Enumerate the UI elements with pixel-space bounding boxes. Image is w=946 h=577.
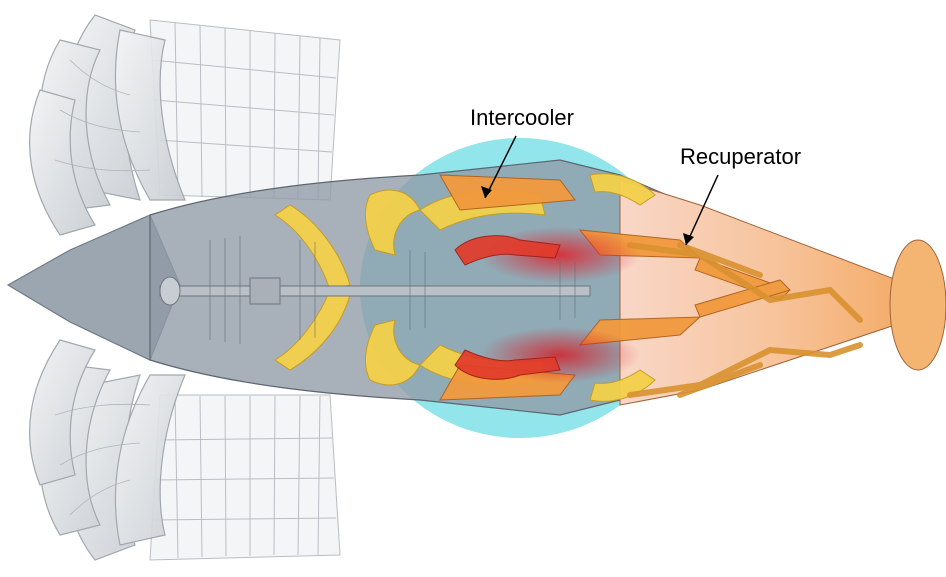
intercooler-label: Intercooler — [470, 107, 574, 129]
exhaust-nozzle — [890, 240, 946, 370]
recuperator-label: Recuperator — [680, 146, 801, 168]
